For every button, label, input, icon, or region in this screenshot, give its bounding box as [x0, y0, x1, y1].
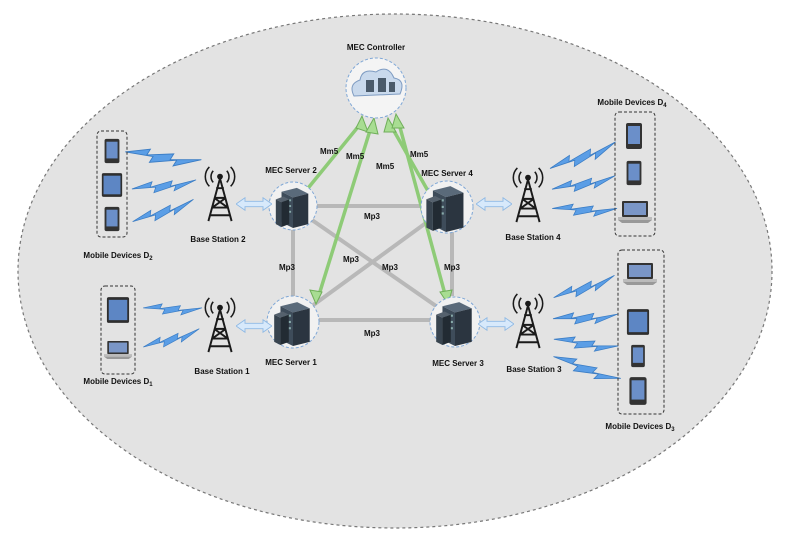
device-group-d3-label: Mobile Devices D3: [605, 422, 675, 433]
mp3-link-s4-s1: [310, 218, 432, 308]
server-1-label: MEC Server 1: [265, 358, 317, 367]
base-station-1-label: Base Station 1: [194, 367, 250, 376]
base-station-2-label: Base Station 2: [190, 235, 246, 244]
network-boundary-ellipse: [17, 13, 773, 529]
laptop-icon: [618, 201, 652, 223]
device-group-d2: Mobile Devices D2: [83, 130, 153, 262]
base-station-1: Base Station 1: [194, 296, 250, 376]
base-station-4: Base Station 4: [505, 166, 561, 242]
server-2-label: MEC Server 2: [265, 166, 317, 175]
mm5-label-1: Mm5: [320, 147, 339, 156]
phone-icon: [104, 206, 120, 232]
device-group-d4: Mobile Devices D4: [597, 98, 667, 237]
phone-icon: [104, 138, 120, 164]
tablet-icon: [101, 173, 123, 197]
mec-server-4: MEC Server 4: [420, 169, 474, 234]
device-group-d1: Mobile Devices D1: [83, 285, 153, 388]
tablet-icon: [106, 297, 130, 323]
mec-server-2: MEC Server 2: [265, 166, 318, 231]
mp3-label-top: Mp3: [364, 212, 381, 221]
controller-label: MEC Controller: [347, 43, 405, 52]
mp3-label-right: Mp3: [444, 263, 461, 272]
mp3-label-left: Mp3: [279, 263, 296, 272]
link-labels: Mp3 Mp3 Mp3 Mp3 Mp3 Mp3 Mm5 Mm5 Mm5 Mm5: [279, 147, 461, 338]
base-station-2: Base Station 2: [190, 165, 246, 244]
server-3-label: MEC Server 3: [432, 359, 484, 368]
mp3-label-center: Mp3: [343, 255, 360, 264]
laptop-icon: [104, 340, 132, 360]
mp3-label-bottom: Mp3: [364, 329, 381, 338]
mp3-links: [291, 204, 454, 322]
mm5-label-3: Mm5: [376, 162, 395, 171]
phone-icon: [629, 377, 647, 405]
mec-controller: MEC Controller: [345, 43, 407, 119]
mm5-label-4: Mm5: [410, 150, 429, 159]
mm5-label-2: Mm5: [346, 152, 365, 161]
server-4-label: MEC Server 4: [421, 169, 473, 178]
mp3-label-center-right: Mp3: [382, 263, 399, 272]
tablet-icon: [626, 309, 650, 335]
phone-icon: [626, 160, 642, 186]
device-group-d1-label: Mobile Devices D1: [83, 377, 153, 388]
base-station-4-label: Base Station 4: [505, 233, 561, 242]
device-group-d2-label: Mobile Devices D2: [83, 251, 153, 262]
mec-server-3: MEC Server 3: [429, 296, 484, 368]
phone-icon: [631, 344, 645, 368]
phone-icon: [626, 123, 642, 149]
device-group-d4-label: Mobile Devices D4: [597, 98, 667, 109]
base-station-3-label: Base Station 3: [506, 365, 562, 374]
laptop-icon: [623, 263, 657, 285]
base-station-3: Base Station 3: [506, 292, 562, 374]
device-group-d3: Mobile Devices D3: [605, 249, 675, 433]
